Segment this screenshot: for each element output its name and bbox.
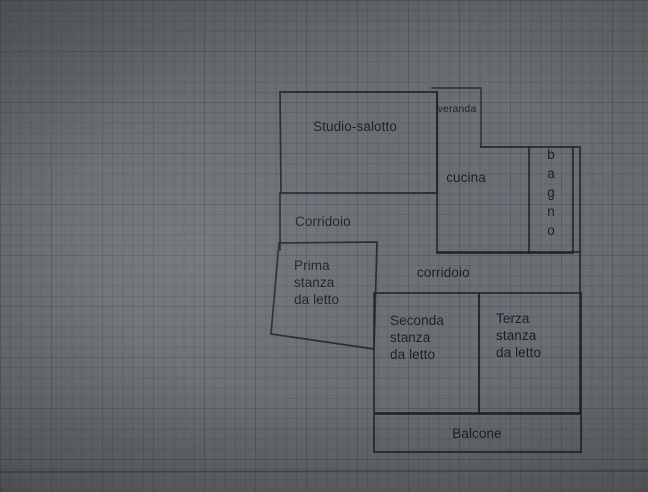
room-outline-studio-salotto [279, 91, 438, 194]
room-outline-balcone [373, 413, 582, 453]
room-outline-seconda-stanza-da-letto [373, 293, 480, 414]
room-outline-bagno [528, 146, 574, 254]
room-outline-veranda [431, 87, 482, 148]
notebook-margin-rule [0, 470, 648, 473]
exterior-wall-right [572, 146, 581, 415]
room-outline-prima-stanza-da-letto [270, 241, 378, 350]
room-outline-terza-stanza-da-letto [478, 293, 582, 414]
room-outline-cucina [436, 91, 530, 254]
